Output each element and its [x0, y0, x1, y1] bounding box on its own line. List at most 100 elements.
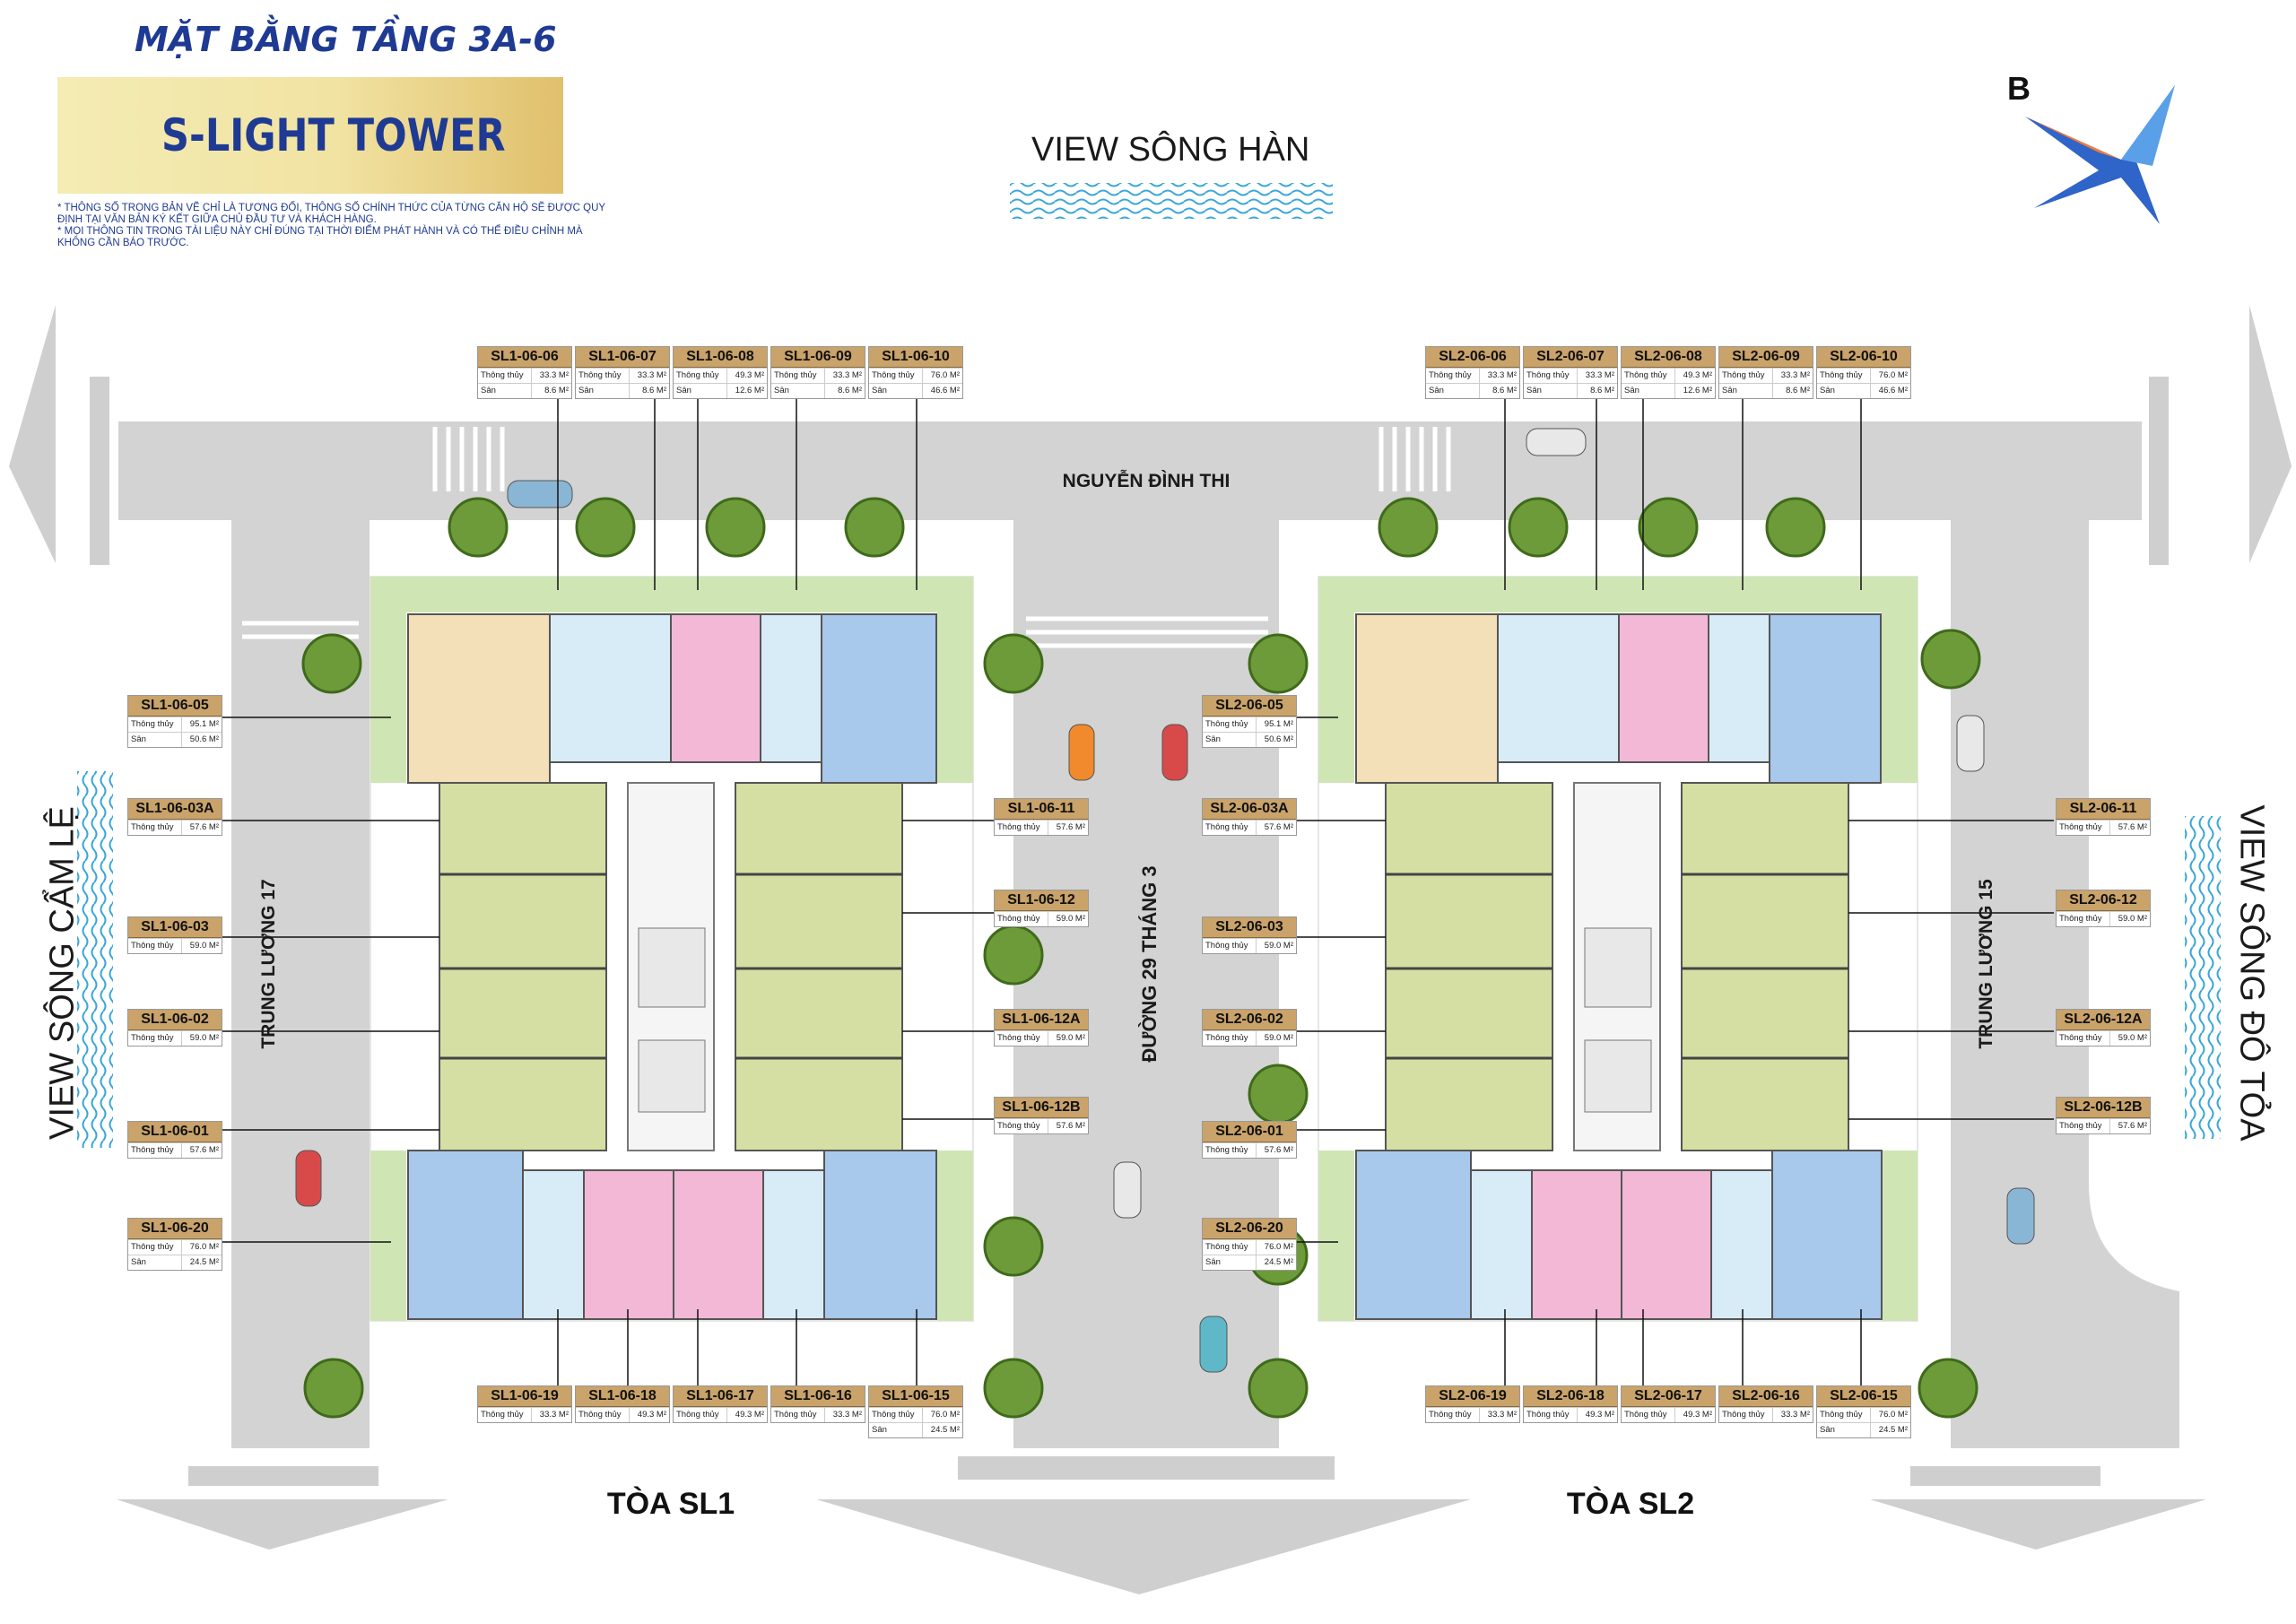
unit-area-label: Thông thủy — [128, 939, 182, 953]
bottom-left-arrow — [117, 1499, 448, 1550]
unit-area-label: Thông thủy — [128, 717, 182, 732]
unit-code: SL2-06-18 — [1524, 1386, 1617, 1407]
unit-area-label: Thông thủy — [1426, 369, 1480, 383]
unit-area-label: Thông thủy — [674, 369, 727, 383]
cars — [295, 428, 2035, 1373]
page-title: MẶT BẰNG TẦNG 3A-6 — [135, 20, 557, 59]
crosswalks — [242, 427, 1451, 648]
unit-code: SL1-06-12B — [995, 1098, 1088, 1118]
unit-area-value: 49.3 M² — [735, 1410, 764, 1420]
unit-area-value: 33.3 M² — [637, 370, 666, 380]
unit-area-value: 57.6 M² — [189, 822, 219, 832]
unit-area-value: 49.3 M² — [637, 1410, 666, 1420]
unit-garden-value: 12.6 M² — [1683, 386, 1712, 395]
unit-area-label: Thông thủy — [128, 1031, 182, 1046]
tower-sl1-plan — [370, 576, 974, 1322]
unit-area-value: 76.0 M² — [1878, 370, 1908, 380]
street-label-top: NGUYỄN ĐÌNH THI — [1062, 471, 1231, 491]
disclaimer-line-4: KHÔNG CẦN BÁO TRƯỚC. — [57, 238, 189, 248]
unit-garden-label: Sân — [1203, 733, 1257, 747]
unit-area-label: Thông thủy — [1817, 1408, 1871, 1422]
unit-area-label: Thông thủy — [1203, 1143, 1257, 1158]
river-top — [1010, 183, 1333, 219]
right-arrow — [2249, 305, 2292, 563]
unit-code: SL1-06-18 — [576, 1386, 669, 1407]
unit-garden-value: 46.6 M² — [1878, 386, 1908, 395]
unit-area-value: 57.6 M² — [189, 1145, 219, 1155]
unit-code: SL2-06-11 — [2057, 799, 2150, 820]
unit-area-value: 33.3 M² — [1585, 370, 1614, 380]
unit-area-label: Thông thủy — [995, 821, 1048, 835]
unit-area-label: Thông thủy — [995, 912, 1048, 926]
unit-garden-label: Sân — [1524, 384, 1578, 398]
unit-code: SL1-06-07 — [576, 347, 669, 368]
brand-name: S-LIGHT TOWER — [161, 109, 506, 161]
unit-code: SL2-06-03 — [1203, 917, 1296, 938]
unit-area-value: 33.3 M² — [1780, 1410, 1810, 1420]
unit-area-label: Thông thủy — [2057, 1031, 2110, 1046]
unit-area-label: Thông thủy — [1719, 1408, 1773, 1422]
unit-code: SL2-06-17 — [1622, 1386, 1715, 1407]
unit-area-value: 76.0 M² — [930, 1410, 960, 1420]
tower-sl2-plan — [1318, 576, 1918, 1322]
unit-code: SL2-06-12B — [2057, 1098, 2150, 1118]
unit-area-value: 59.0 M² — [2118, 914, 2147, 924]
unit-code: SL2-06-16 — [1719, 1386, 1813, 1407]
view-label-right: VIEW SÔNG ĐÔ TỎA — [2232, 804, 2271, 1142]
unit-garden-label: Sân — [674, 384, 727, 398]
unit-area-label: Thông thủy — [771, 369, 825, 383]
unit-label[interactable]: SL2-06-16 Thông thủy 33.3 M² — [1718, 1385, 1813, 1423]
unit-garden-label: Sân — [478, 384, 532, 398]
bottom-right-arrow — [1870, 1499, 2206, 1550]
unit-code: SL1-06-20 — [128, 1219, 222, 1239]
unit-garden-value: 8.6 M² — [1786, 386, 1810, 395]
unit-code: SL1-06-05 — [128, 696, 222, 716]
unit-code: SL1-06-11 — [995, 799, 1088, 820]
unit-garden-label: Sân — [1426, 384, 1480, 398]
unit-code: SL1-06-08 — [674, 347, 767, 368]
unit-area-value: 76.0 M² — [1878, 1410, 1908, 1420]
unit-area-label: Thông thủy — [1203, 1240, 1257, 1255]
unit-area-value: 33.3 M² — [1780, 370, 1810, 380]
